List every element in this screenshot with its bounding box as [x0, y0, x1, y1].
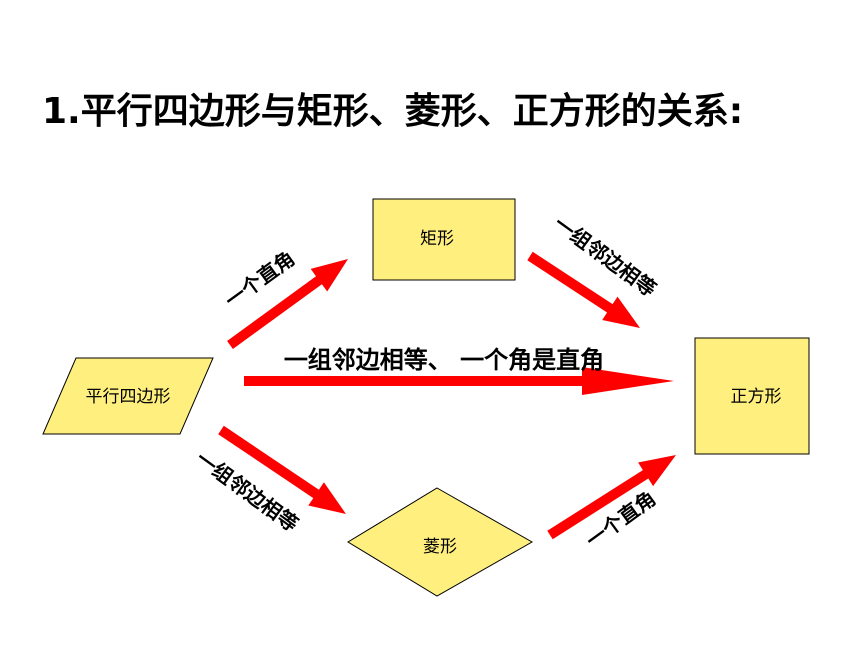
edge-label-rhombus-to-square: 一个直角	[581, 486, 660, 552]
arrow-para-to-square	[244, 367, 674, 395]
parallelogram-label: 平行四边形	[86, 387, 171, 407]
node-rhombus: 菱形	[347, 487, 534, 597]
edge-label-rect-to-square: 一组邻边相等	[550, 211, 661, 301]
arrow-para-to-rect	[227, 259, 348, 349]
square-shape	[694, 337, 810, 455]
arrow-rect-to-square	[527, 251, 640, 328]
arrow-para-to-rhombus	[218, 425, 346, 514]
node-parallelogram: 平行四边形	[42, 357, 214, 435]
edge-label-para-to-rhombus: 一组邻边相等	[192, 446, 303, 536]
rhombus-label: 菱形	[423, 537, 457, 557]
edge-label-para-to-square: 一组邻边相等、 一个角是直角	[284, 346, 604, 374]
rectangle-shape	[372, 198, 516, 281]
parallelogram-shape	[42, 357, 214, 435]
rhombus-shape	[347, 487, 534, 597]
node-rectangle: 矩形	[372, 198, 516, 281]
node-square: 正方形	[694, 337, 810, 455]
arrow-rhombus-to-square	[547, 455, 676, 540]
square-label: 正方形	[731, 387, 782, 407]
page-title: 1.平行四边形与矩形、菱形、正方形的关系:	[42, 91, 744, 132]
rectangle-label: 矩形	[420, 229, 454, 249]
arrows	[218, 251, 676, 540]
